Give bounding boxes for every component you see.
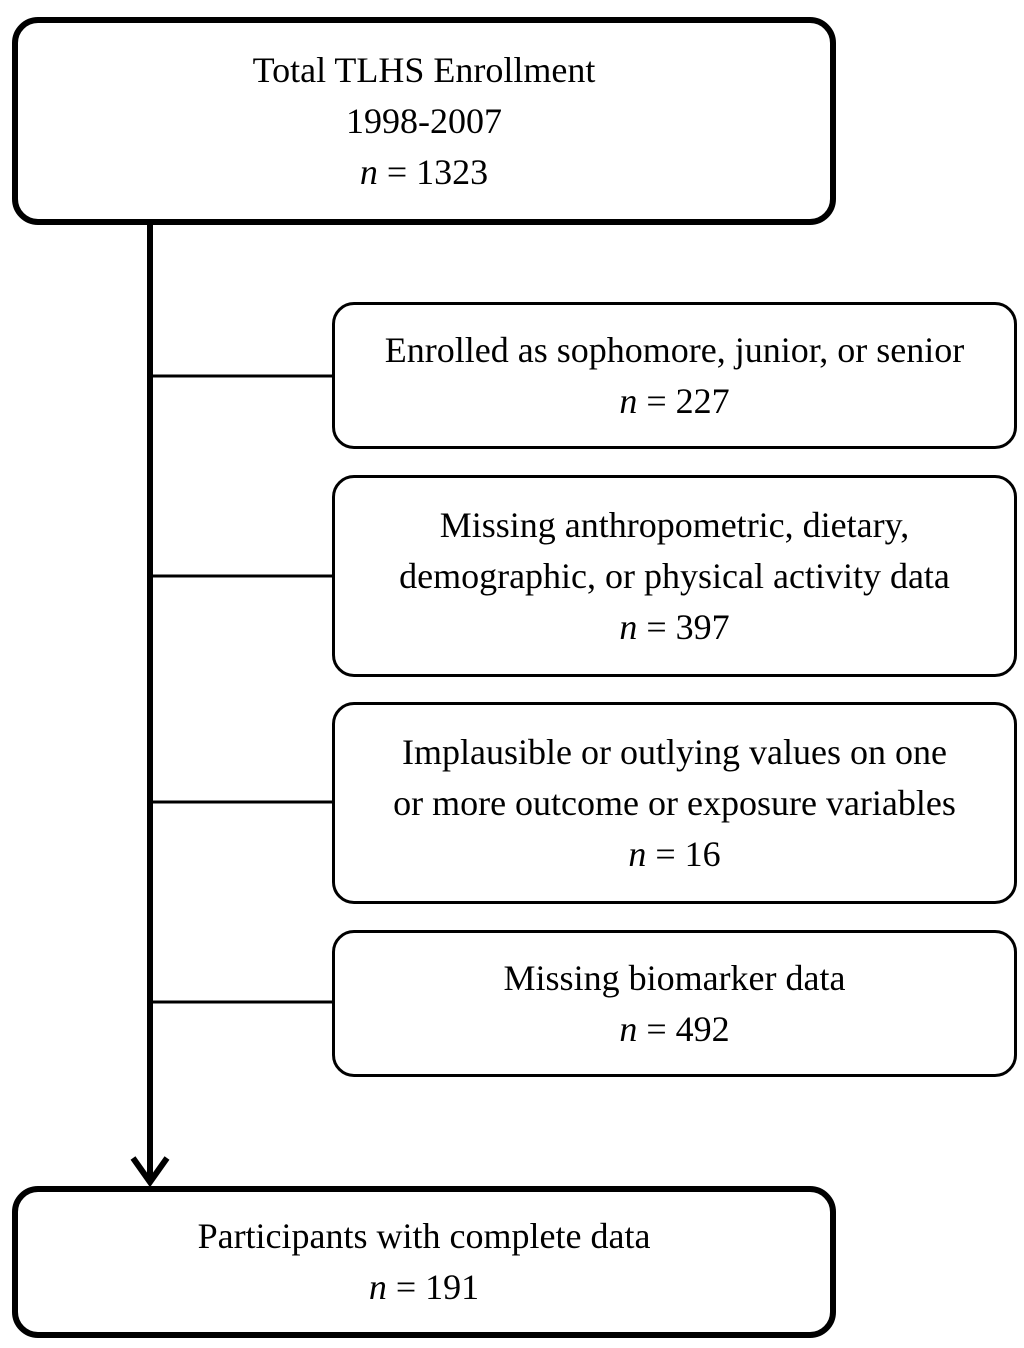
box-text: Enrolled as sophomore, junior, or senior [384, 329, 965, 370]
box-count: n = 16 [628, 829, 720, 880]
count-value: = 191 [395, 1267, 480, 1307]
exclusion-box-implausible-values: Implausible or outlying values on one or… [332, 702, 1017, 904]
box-years: 1998-2007 [346, 100, 502, 141]
n-symbol: n [628, 833, 647, 874]
n-symbol: n [359, 151, 378, 192]
box-text: demographic, or physical activity data [399, 555, 950, 596]
n-symbol: n [619, 380, 638, 421]
box-count: n = 227 [619, 376, 729, 427]
exclusion-box-missing-biomarker: Missing biomarker data n = 492 [332, 930, 1017, 1077]
box-count: n = 397 [619, 602, 729, 653]
exclusion-box-missing-data: Missing anthropometric, dietary, demogra… [332, 475, 1017, 677]
box-title: Total TLHS Enrollment [252, 49, 596, 90]
n-symbol: n [619, 606, 638, 647]
exclusion-box-grade: Enrolled as sophomore, junior, or senior… [332, 302, 1017, 449]
count-value: = 1323 [386, 151, 489, 192]
count-value: = 16 [655, 833, 721, 874]
count-value: = 397 [646, 606, 730, 647]
box-count: n = 191 [369, 1262, 479, 1313]
total-enrollment-box: Total TLHS Enrollment 1998-2007 n = 1323 [12, 17, 836, 225]
count-value: = 492 [646, 1008, 730, 1049]
box-text: Implausible or outlying values on one [402, 731, 947, 772]
box-count: n = 1323 [360, 147, 488, 198]
box-text: Missing biomarker data [503, 957, 846, 998]
flow-arrowhead [130, 1156, 170, 1188]
box-text: Missing anthropometric, dietary, [439, 504, 910, 545]
n-symbol: n [619, 1008, 638, 1049]
count-value: = 227 [646, 380, 730, 421]
complete-data-box: Participants with complete data n = 191 [12, 1186, 836, 1338]
n-symbol: n [368, 1267, 387, 1307]
box-text: or more outcome or exposure variables [393, 782, 956, 823]
box-title: Participants with complete data [197, 1216, 651, 1256]
box-count: n = 492 [619, 1004, 729, 1055]
